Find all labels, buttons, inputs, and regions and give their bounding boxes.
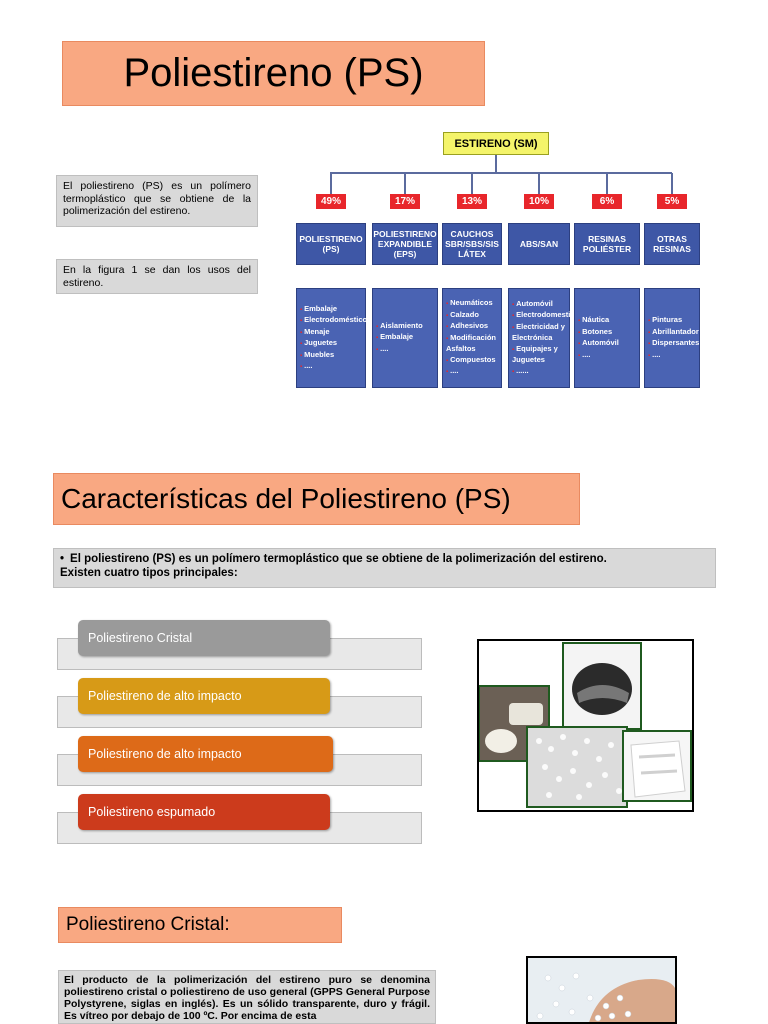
branch-use-item: Compuestos <box>446 355 498 367</box>
branch-use-item: Automóvil <box>578 338 636 350</box>
branch-percentage: 6% <box>592 194 622 209</box>
branch-use-item: .... <box>446 366 498 378</box>
branch-use-item: Neumáticos <box>446 298 498 310</box>
branch-use-item: Modificación Asfaltos <box>446 333 498 355</box>
branch-use-item: .... <box>300 361 362 373</box>
crystal-ps-image <box>528 958 675 1022</box>
branch-use-item: Electrodomestic <box>512 310 574 322</box>
figure-note-box: En la figura 1 se dan los usos del estir… <box>56 259 258 294</box>
branch-uses-list: NeumáticosCalzadoAdhesivosModificación A… <box>442 288 502 388</box>
branch-use-item: Botones <box>578 327 636 339</box>
branch-uses-list: EmbalajeElectrodomésticosMenajeJuguetesM… <box>296 288 371 388</box>
page-title: Poliestireno (PS) <box>123 51 424 95</box>
branch-category: POLIESTIRENO (PS) <box>296 223 366 265</box>
branch-percentage: 5% <box>657 194 687 209</box>
branch-use-item: Electrodomésticos <box>300 315 371 327</box>
intro-text-box: El poliestireno (PS) es un polímero term… <box>56 175 258 227</box>
section2-bullet-box: • El poliestireno (PS) es un polímero ter… <box>53 548 716 588</box>
section3-title-box: Poliestireno Cristal: <box>58 907 342 943</box>
section2-title: Características del Poliestireno (PS) <box>61 483 511 514</box>
diagram-root-label: ESTIRENO (SM) <box>454 137 538 150</box>
connector-drop <box>471 173 473 195</box>
crystal-ps-photo <box>526 956 677 1024</box>
section2-bullet: El poliestireno (PS) es un polímero term… <box>70 553 607 565</box>
branch-use-item: Muebles <box>300 350 362 362</box>
branch-use-item: Electricidad y Electrónica <box>512 322 566 344</box>
photo-collage-image <box>479 642 692 808</box>
section1-title-box: Poliestireno (PS) <box>62 41 485 106</box>
connector-vertical <box>495 155 497 173</box>
connector-drop <box>404 173 406 195</box>
section3-title: Poliestireno Cristal: <box>66 914 230 935</box>
type-label: Poliestireno de alto impacto <box>78 678 330 714</box>
branch-uses-list: AislamientoEmbalaje.... <box>372 288 438 388</box>
branch-use-item: .... <box>648 350 696 362</box>
branch-use-item: .... <box>376 344 434 356</box>
connector-drop <box>330 173 332 195</box>
branch-use-item: Aislamiento <box>376 321 434 333</box>
figure-note-text: En la figura 1 se dan los usos del estir… <box>63 264 251 289</box>
branch-use-item: Náutica <box>578 315 636 327</box>
branch-percentage: 49% <box>316 194 346 209</box>
type-label: Poliestireno Cristal <box>78 620 330 656</box>
type-label: Poliestireno espumado <box>78 794 330 830</box>
branch-percentage: 10% <box>524 194 554 209</box>
section2-title-box: Características del Poliestireno (PS) <box>53 473 580 525</box>
branch-use-item: ...... <box>512 366 566 378</box>
branch-category: RESINAS POLIÉSTER <box>574 223 640 265</box>
bullet-dot: • <box>60 553 65 565</box>
branch-percentage: 13% <box>457 194 487 209</box>
branch-uses-list: PinturasAbrillantadorDispersantes.... <box>644 288 700 388</box>
connector-drop <box>538 173 540 195</box>
branch-use-item: Automóvil <box>512 299 566 311</box>
branch-category: ABS/SAN <box>508 223 570 265</box>
branch-use-item: Juguetes <box>300 338 362 350</box>
ps-products-photo <box>477 639 694 812</box>
connector-horizontal <box>330 172 672 174</box>
diagram-root: ESTIRENO (SM) <box>443 132 549 155</box>
branch-use-item: Embalaje <box>376 332 434 344</box>
connector-drop <box>671 173 673 195</box>
intro-text: El poliestireno (PS) es un polímero term… <box>63 180 251 217</box>
branch-use-item: Dispersantes <box>648 338 699 350</box>
branch-use-item: Calzado <box>446 310 498 322</box>
section3-paragraph: El producto de la polimerización del est… <box>64 974 430 1022</box>
branch-use-item: Embalaje <box>300 304 362 316</box>
branch-use-item: Equipajes y Juguetes <box>512 344 566 366</box>
branch-use-item: Abrillantador <box>648 327 699 339</box>
branch-percentage: 17% <box>390 194 420 209</box>
branch-category: OTRAS RESINAS <box>644 223 700 265</box>
type-label: Poliestireno de alto impacto <box>78 736 333 772</box>
branch-use-item: Pinturas <box>648 315 696 327</box>
branch-use-item: .... <box>578 350 636 362</box>
branch-use-item: Menaje <box>300 327 362 339</box>
branch-use-item: Adhesivos <box>446 321 498 333</box>
branch-uses-list: AutomóvilElectrodomesticElectricidad y E… <box>508 288 575 388</box>
uses-diagram: ESTIRENO (SM) 49% POLIESTIRENO (PS) Embala… <box>290 128 705 398</box>
branch-category: POLIESTIRENO EXPANDIBLE (EPS) <box>372 223 438 265</box>
branch-category: CAUCHOS SBR/SBS/SIS LÁTEX <box>442 223 502 265</box>
connector-drop <box>606 173 608 195</box>
branch-uses-list: NáuticaBotonesAutomóvil.... <box>574 288 640 388</box>
section2-bullet-line2: Existen cuatro tipos principales: <box>60 567 238 579</box>
section3-paragraph-box: El producto de la polimerización del est… <box>58 970 436 1024</box>
